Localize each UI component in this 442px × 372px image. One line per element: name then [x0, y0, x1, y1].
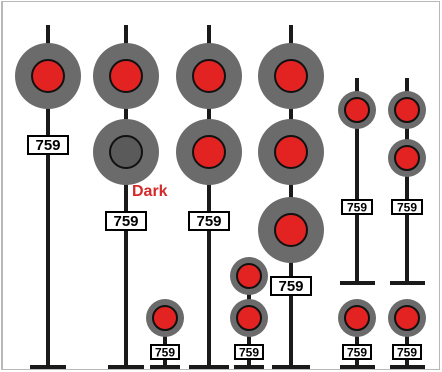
high-signal-3-plate-number: 759	[196, 213, 221, 230]
high-signal-4-plate	[270, 276, 312, 296]
dwarf-signal-4-lamp-1-lit	[394, 305, 420, 331]
high-signal-2-plate	[105, 211, 147, 231]
high-signal-2-lamp-1-lit	[109, 59, 143, 93]
dwarf-signal-2-plate-number: 759	[239, 346, 259, 360]
dwarf-signal-1-lamp-1-lit	[152, 305, 178, 331]
dwarf-signal-1-plate-number: 759	[155, 346, 175, 360]
high-signal-2-plate-number: 759	[113, 213, 138, 230]
high-signal-2-lamp-2-dark	[109, 135, 143, 169]
high-signal-3-lamp-2-lit	[192, 135, 226, 169]
dwarf-signal-2-plate	[234, 344, 264, 360]
dwarf-signal-3-lamp-1-lit	[344, 305, 370, 331]
mast-signal-6-plate-number: 759	[397, 201, 417, 215]
high-signal-4-plate-number: 759	[278, 278, 303, 295]
mast-signal-5-plate	[341, 199, 373, 215]
high-signal-4-lamp-2-lit	[274, 135, 308, 169]
high-signal-4-lamp-3-lit	[274, 213, 308, 247]
dwarf-signal-1-plate	[150, 344, 180, 360]
dwarf-signal-3-plate	[342, 344, 372, 360]
dwarf-signal-2-lamp-1-lit	[236, 263, 262, 289]
high-signal-3-lamp-1-lit	[192, 59, 226, 93]
high-signal-1-plate-number: 759	[35, 137, 60, 154]
dwarf-signal-2-lamp-2-lit	[236, 305, 262, 331]
high-signal-4-lamp-1-lit	[274, 59, 308, 93]
mast-signal-6-lamp-1-lit	[394, 97, 420, 123]
mast-signal-5-plate-number: 759	[347, 201, 367, 215]
mast-signal-6-plate	[391, 199, 423, 215]
high-signal-3-plate	[188, 211, 230, 231]
high-signal-1-plate	[27, 135, 69, 155]
mast-signal-5-lamp-1-lit	[344, 97, 370, 123]
dark-lamp-label: Dark	[132, 183, 168, 200]
dwarf-signal-4-plate-number: 759	[397, 346, 417, 360]
dwarf-signal-4-plate	[392, 344, 422, 360]
dwarf-signal-3-plate-number: 759	[347, 346, 367, 360]
mast-signal-6-lamp-2-lit	[394, 145, 420, 171]
high-signal-1-lamp-1-lit	[31, 59, 65, 93]
